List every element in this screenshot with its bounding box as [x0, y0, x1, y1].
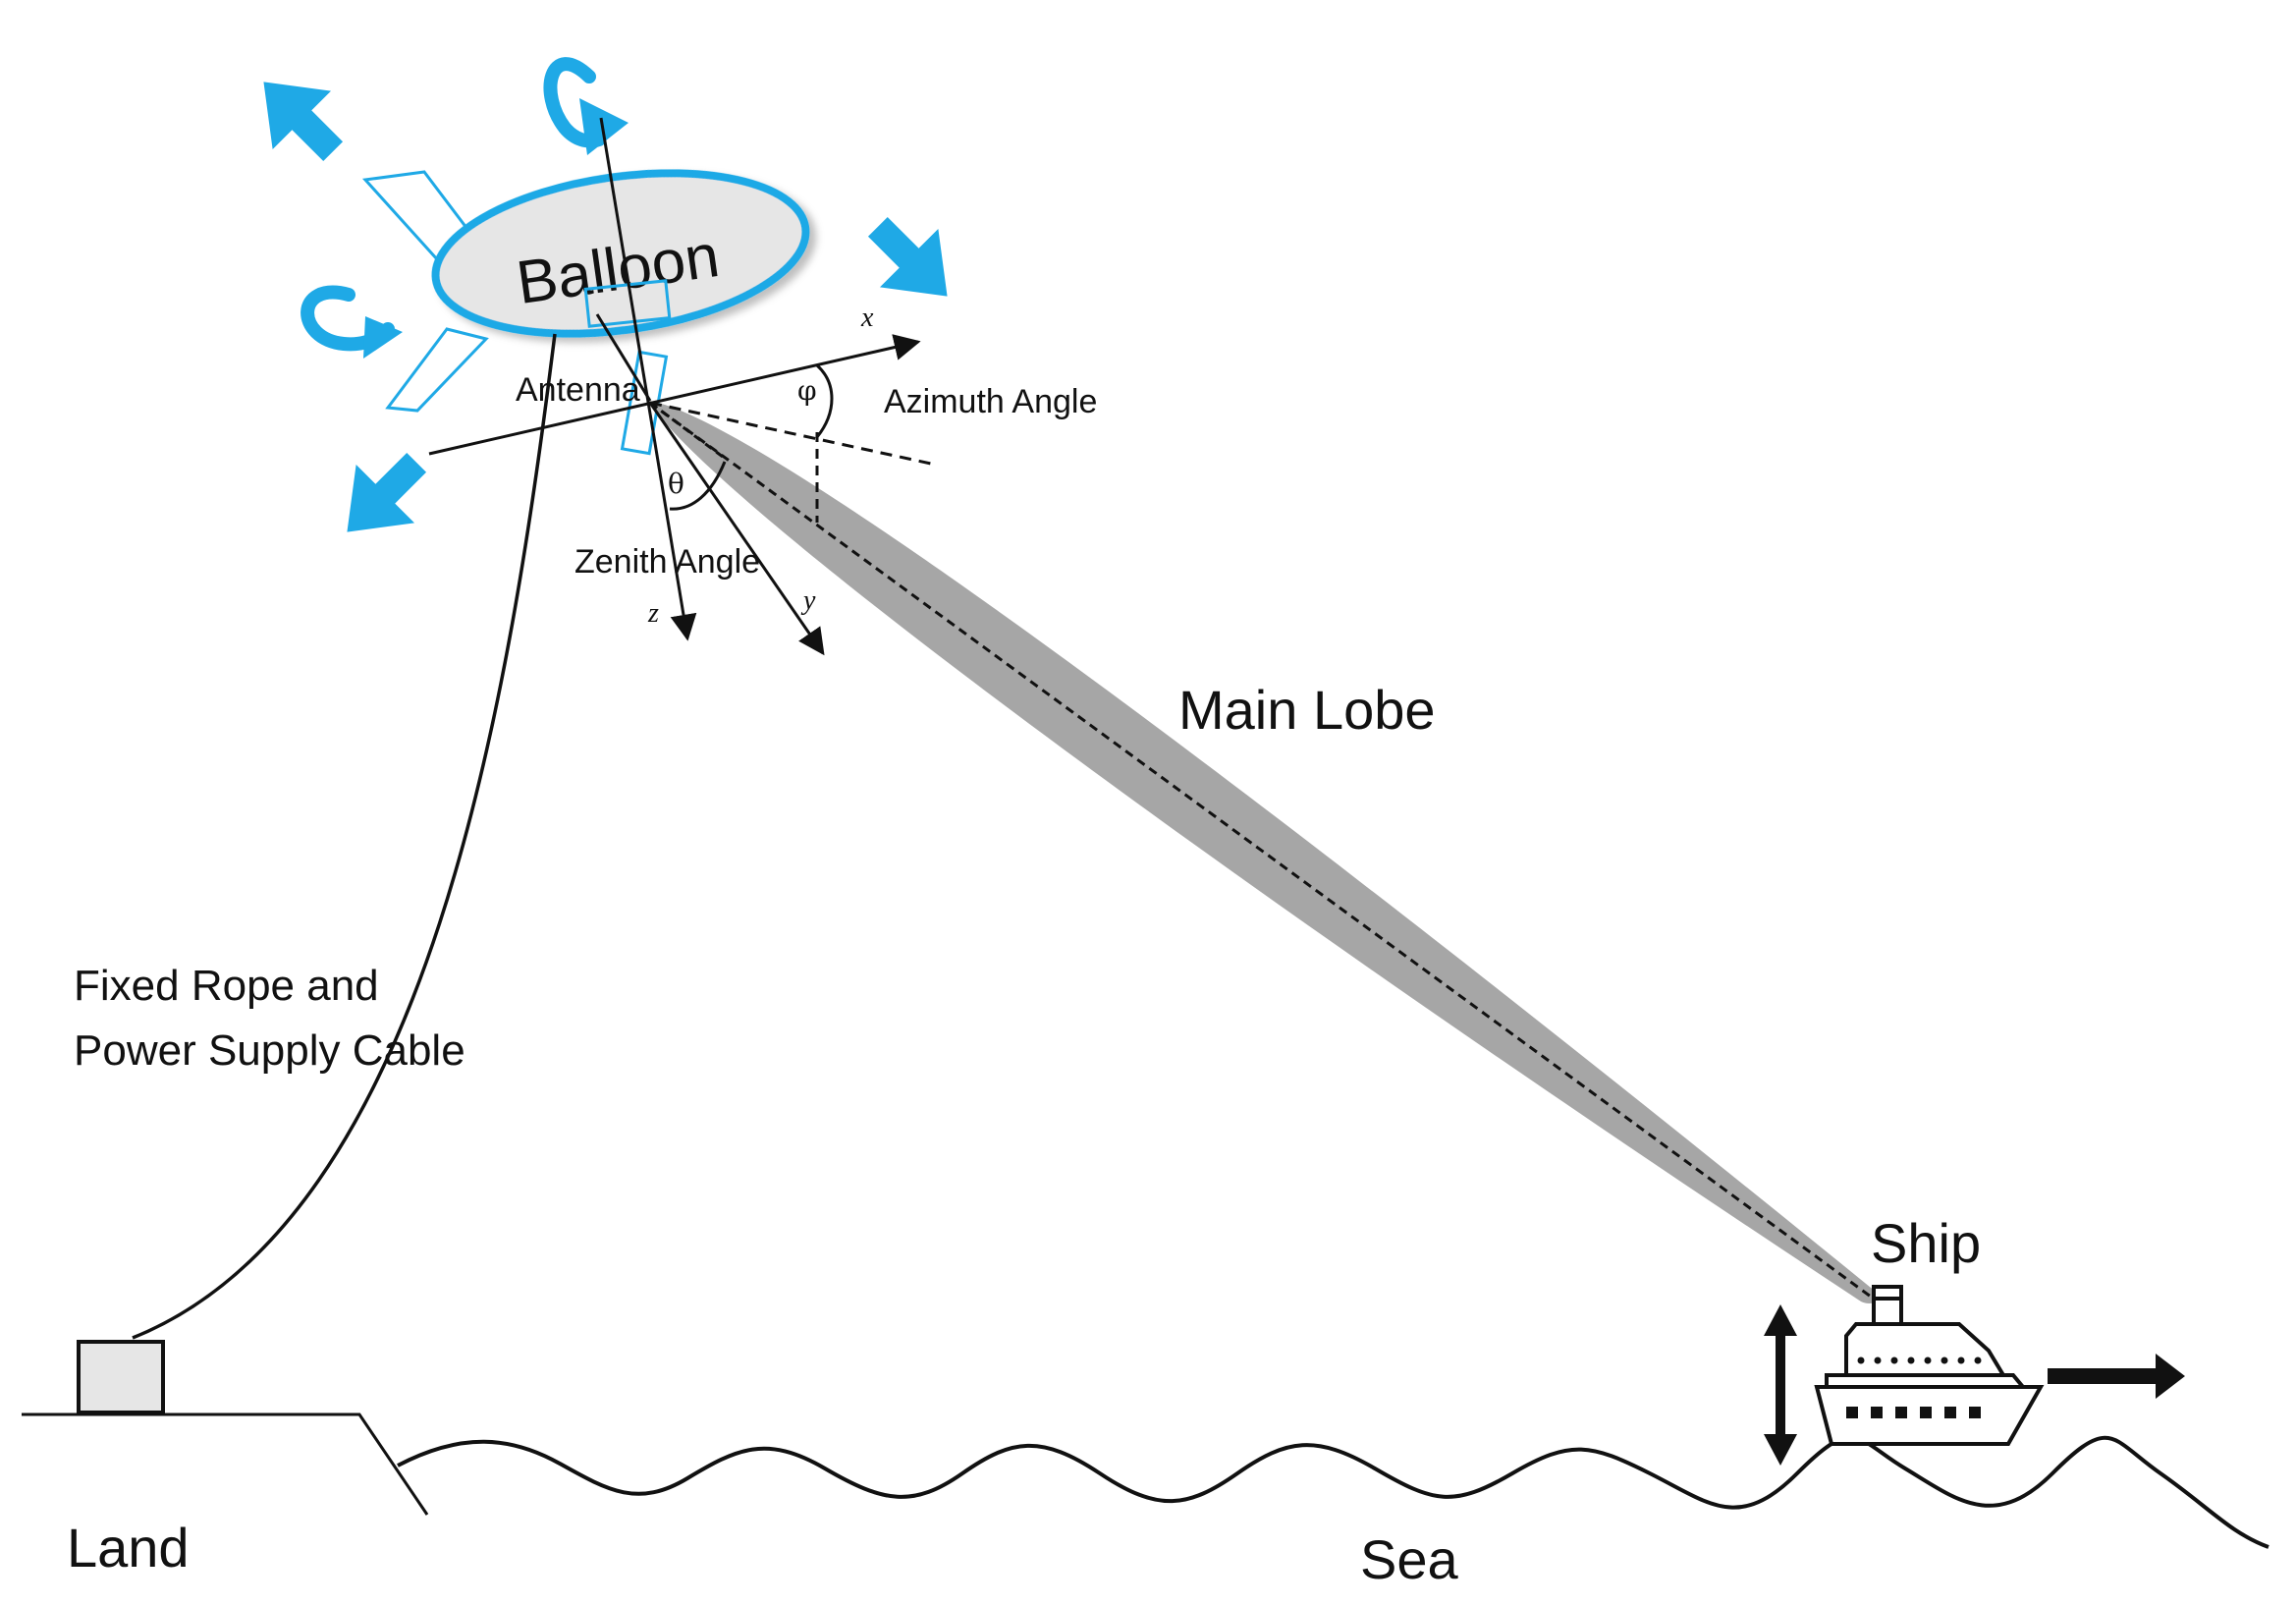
sea-label: Sea	[1360, 1528, 1458, 1590]
arrow-down-right-icon	[867, 216, 948, 297]
zenith-angle-label: Zenith Angle	[574, 543, 760, 581]
land-label: Land	[67, 1517, 190, 1578]
azimuth-projection-line	[649, 401, 932, 466]
antenna-stem	[595, 313, 652, 402]
beam-axis	[649, 401, 1872, 1299]
main-lobe-label: Main Lobe	[1178, 679, 1436, 741]
yaw-rotation-arrow-icon	[543, 57, 629, 155]
theta-symbol: θ	[668, 468, 684, 500]
z-axis-label: z	[647, 598, 659, 629]
roll-rotation-arrow-icon	[301, 285, 403, 359]
balloon: Balloon	[431, 169, 810, 338]
arrow-down-left-icon	[347, 452, 427, 532]
rope-label-line1: Fixed Rope and	[74, 962, 379, 1010]
x-axis	[428, 334, 921, 456]
rope-label-line2: Power Supply Cable	[74, 1026, 465, 1075]
ship-heave-arrow-icon	[1764, 1304, 1797, 1466]
y-axis-label: y	[800, 585, 816, 616]
phi-arc	[815, 363, 834, 438]
phi-symbol: φ	[797, 374, 817, 407]
theta-arc	[669, 461, 727, 511]
x-axis-label: x	[860, 303, 874, 333]
antenna-label: Antenna	[516, 371, 640, 409]
z-axis	[599, 117, 697, 641]
ship-label: Ship	[1871, 1212, 1981, 1274]
ship-windows	[1846, 1357, 1982, 1418]
land-outline	[22, 1412, 429, 1516]
sea-waves	[397, 1435, 2269, 1549]
coordinate-axes	[428, 117, 921, 656]
zenith-projection-line	[649, 401, 728, 462]
arrow-up-left-icon	[263, 82, 344, 162]
y-axis	[648, 402, 825, 656]
ground-station	[77, 1340, 165, 1414]
azimuth-angle-label: Azimuth Angle	[884, 383, 1097, 420]
tether-rope	[132, 333, 557, 1340]
ship-forward-arrow-icon	[2048, 1354, 2185, 1399]
motion-arrows	[263, 82, 948, 532]
ship-icon	[1814, 1285, 2045, 1446]
